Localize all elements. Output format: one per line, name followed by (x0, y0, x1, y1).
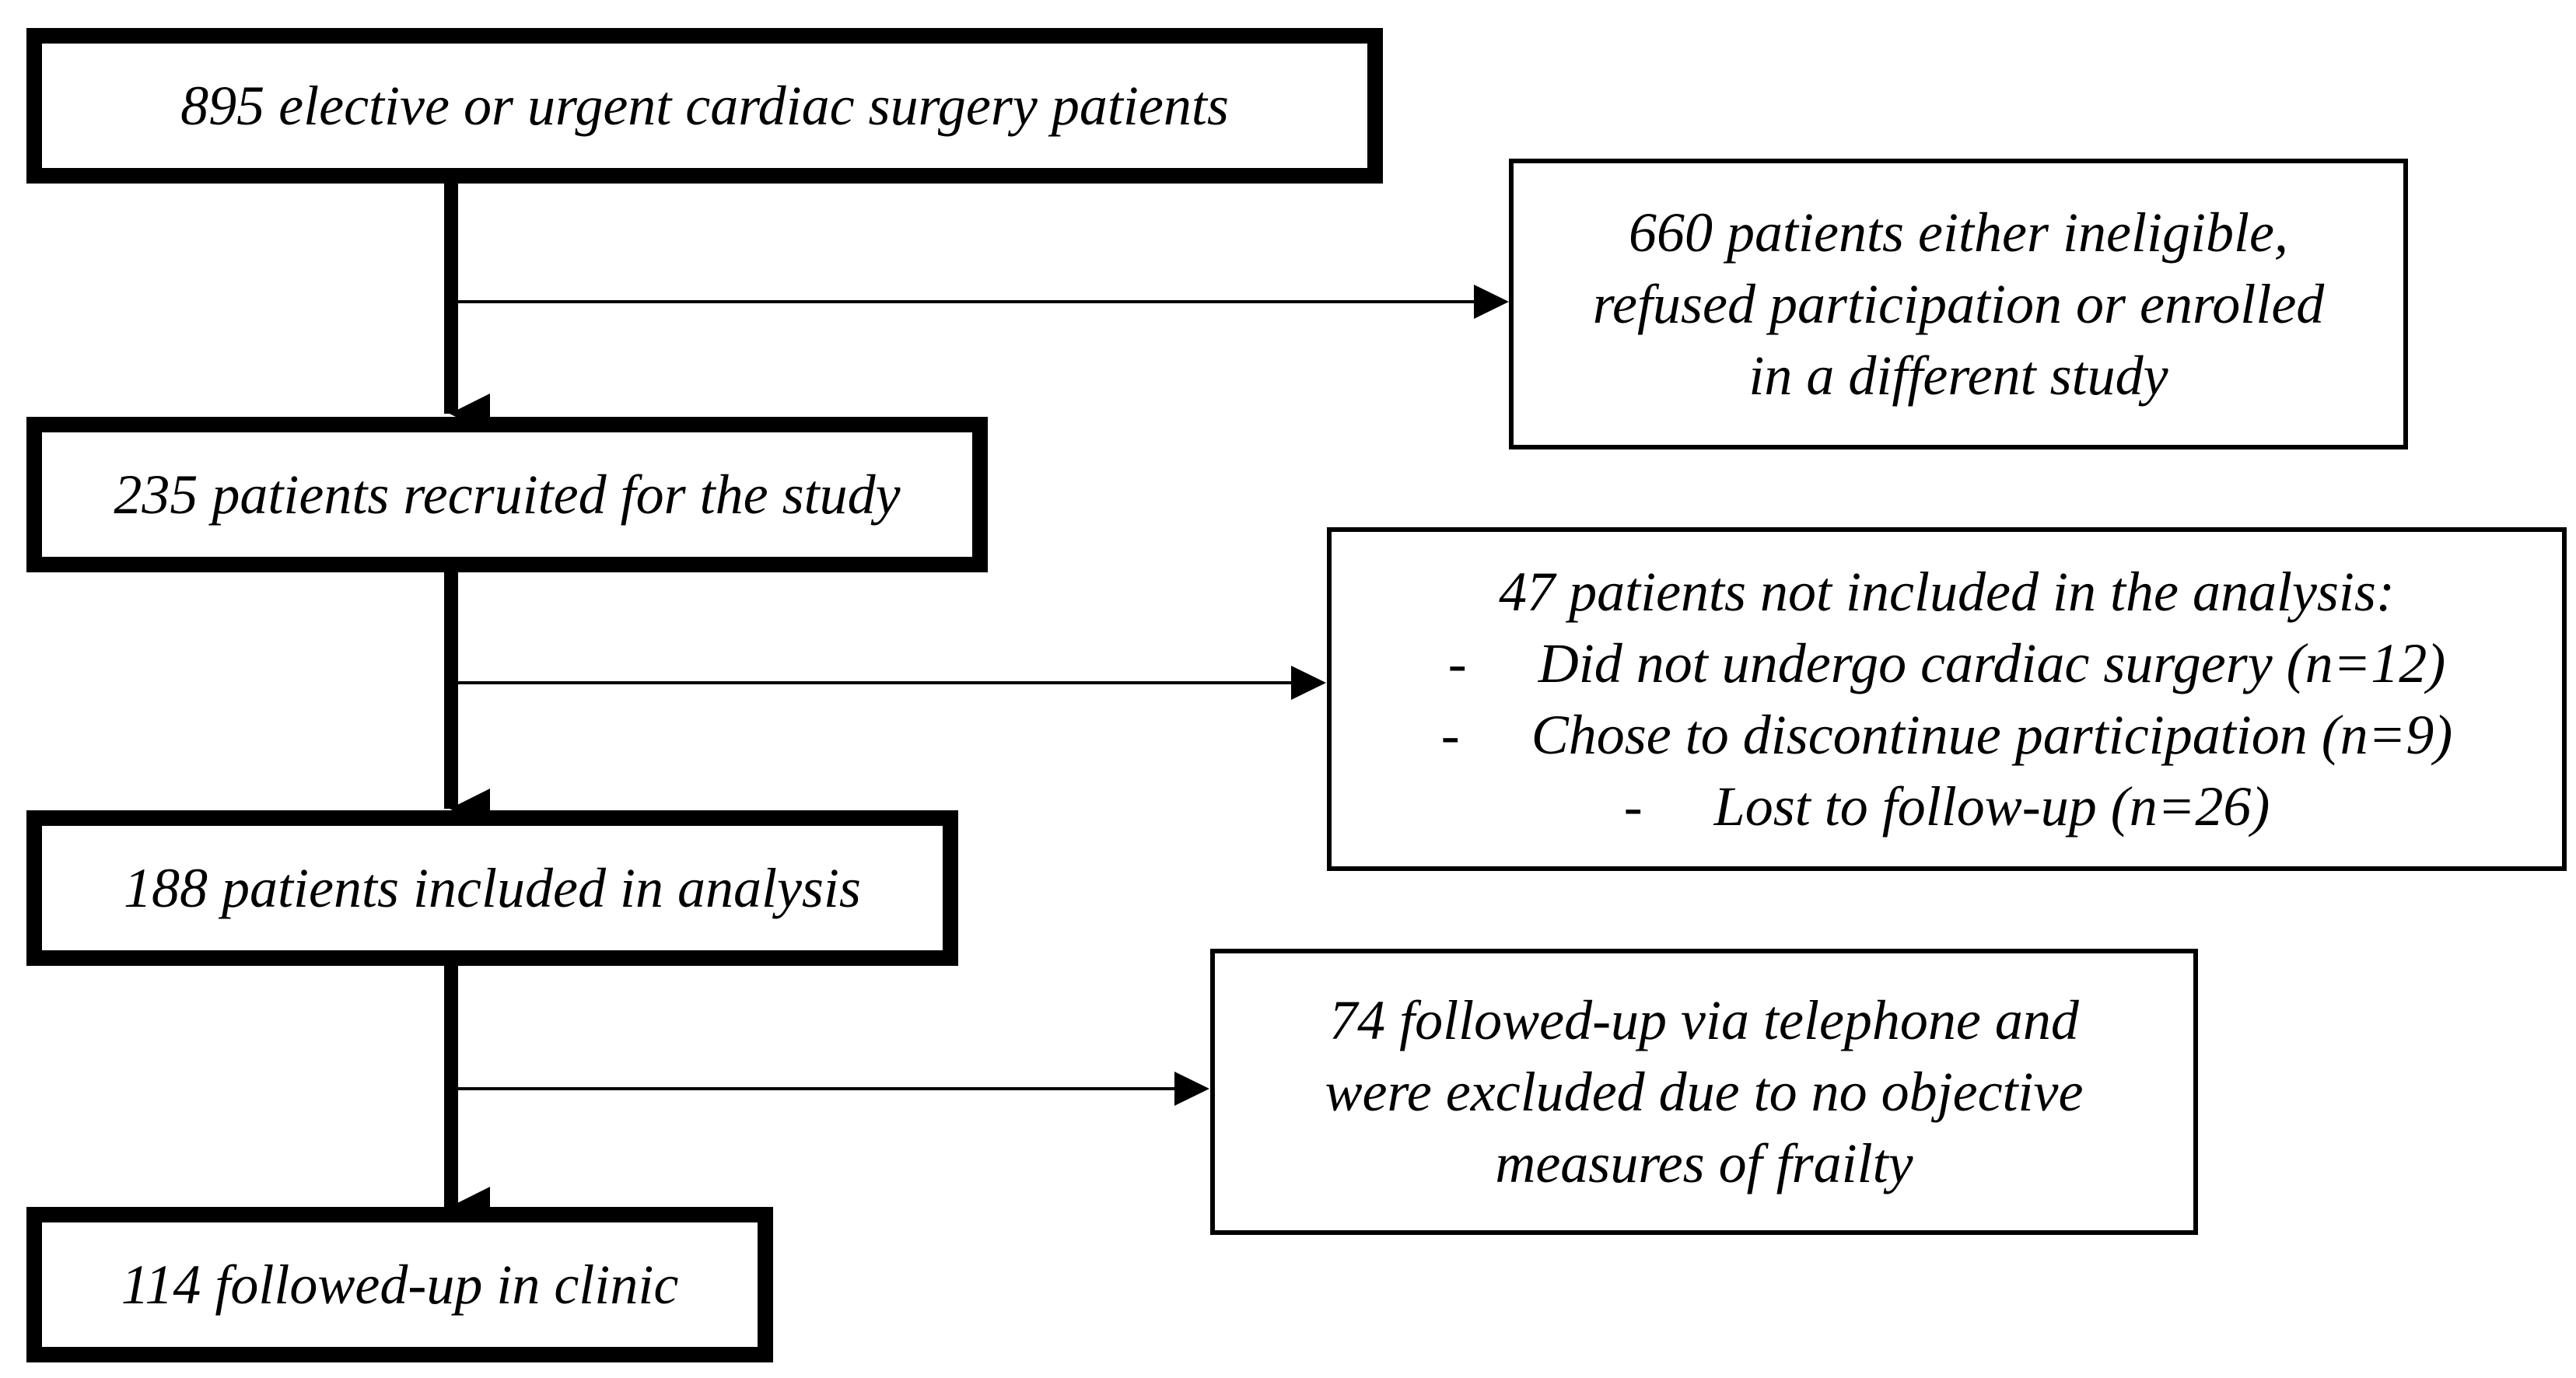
exclusion-1-line-1: 660 patients either ineligible, (1629, 201, 2288, 264)
step-text-4: 114 followed-up in clinic (121, 1254, 679, 1316)
exclusion-text-2: 47 patients not included in the analysis… (1441, 556, 2452, 842)
step-box-4: 114 followed-up in clinic (26, 1207, 773, 1362)
exclusion-box-1: 660 patients either ineligible, refused … (1509, 159, 2408, 449)
branch-arrowhead-3 (1174, 1072, 1209, 1106)
exclusion-3-line-2: were excluded due to no objective (1325, 1061, 2084, 1123)
exclusion-text-1: 660 patients either ineligible, refused … (1593, 197, 2325, 411)
step-text-1: 895 elective or urgent cardiac surgery p… (180, 75, 1229, 137)
exclusion-2-item-1: - Did not undergo cardiac surgery (n=12) (1441, 628, 2452, 699)
exclusion-text-3: 74 followed-up via telephone and were ex… (1325, 985, 2084, 1199)
step-box-3: 188 patients included in analysis (26, 810, 958, 966)
exclusion-2-item-1-text: Did not undergo cardiac surgery (n=12) (1538, 632, 2446, 694)
exclusion-1-line-2: refused participation or enrolled (1592, 273, 2325, 335)
step-text-2: 235 patients recruited for the study (114, 463, 901, 526)
exclusion-box-3: 74 followed-up via telephone and were ex… (1210, 949, 2198, 1235)
branch-arrowhead-2 (1291, 666, 1326, 700)
exclusion-2-item-3-text: Lost to follow-up (n=26) (1713, 775, 2270, 838)
exclusion-2-heading: 47 patients not included in the analysis… (1499, 561, 2395, 623)
exclusion-2-item-3: - Lost to follow-up (n=26) (1441, 771, 2452, 842)
exclusion-3-line-3: measures of frailty (1495, 1132, 1913, 1194)
exclusion-box-2: 47 patients not included in the analysis… (1327, 527, 2567, 871)
list-dash: - (1447, 632, 1467, 694)
step-box-2: 235 patients recruited for the study (26, 417, 988, 572)
step-text-3: 188 patients included in analysis (124, 857, 861, 919)
step-box-1: 895 elective or urgent cardiac surgery p… (26, 28, 1383, 184)
exclusion-1-line-3: in a different study (1748, 344, 2168, 407)
list-dash: - (1440, 704, 1460, 766)
exclusion-2-item-2-text: Chose to discontinue participation (n=9) (1531, 704, 2453, 766)
list-dash: - (1623, 775, 1643, 838)
branch-arrowhead-1 (1474, 285, 1509, 319)
exclusion-3-line-1: 74 followed-up via telephone and (1329, 989, 2079, 1051)
exclusion-2-item-2: - Chose to discontinue participation (n=9… (1441, 699, 2452, 771)
